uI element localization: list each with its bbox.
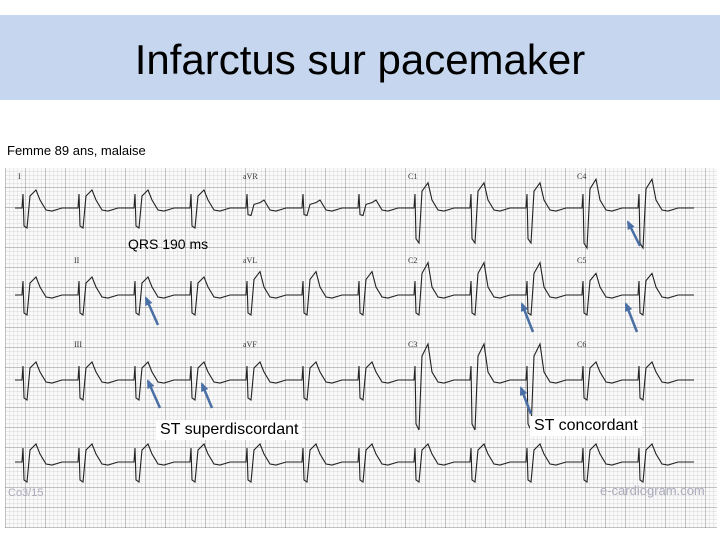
slide-title: Infarctus sur pacemaker — [134, 36, 586, 83]
title-banner — [0, 15, 720, 100]
st-concordant-label: ST concordant — [530, 416, 642, 436]
lead-label-c2: C2 — [408, 256, 418, 265]
st-arrow-icon — [626, 220, 642, 247]
lead-label-ii: II — [74, 256, 80, 265]
lead-label-iii: III — [74, 340, 82, 349]
lead-label-c3: C3 — [408, 340, 418, 349]
qrs-duration-label: QRS 190 ms — [128, 236, 209, 252]
watermark-left: Co3/15 — [8, 487, 44, 499]
lead-label-i: I — [18, 172, 21, 181]
lead-label-c1: C1 — [408, 172, 418, 181]
ecg-row-3-trace — [15, 342, 694, 431]
watermark-right: e-cardiogram.com — [600, 483, 705, 498]
st-arrow-icon — [519, 386, 533, 415]
ecg-row-1-trace — [15, 177, 694, 250]
lead-label-avf: aVF — [243, 340, 257, 349]
ecg-row-2-trace — [15, 260, 694, 316]
st-arrow-icon — [520, 302, 535, 333]
st-arrow-icon — [200, 382, 214, 409]
lead-label-c5: C5 — [577, 256, 587, 265]
st-arrow-icon — [624, 302, 639, 333]
st-superdiscordant-label: ST superdiscordant — [156, 420, 303, 440]
st-arrow-icon — [144, 296, 160, 326]
st-arrow-icon — [146, 379, 162, 409]
lead-label-avr: aVR — [243, 172, 258, 181]
ecg-row-4-trace — [15, 443, 694, 483]
lead-label-avl: aVL — [243, 256, 258, 265]
patient-caption: Femme 89 ans, malaise — [7, 143, 146, 158]
lead-label-c6: C6 — [577, 340, 587, 349]
ecg-tracing — [5, 168, 717, 528]
lead-label-c4: C4 — [577, 172, 587, 181]
